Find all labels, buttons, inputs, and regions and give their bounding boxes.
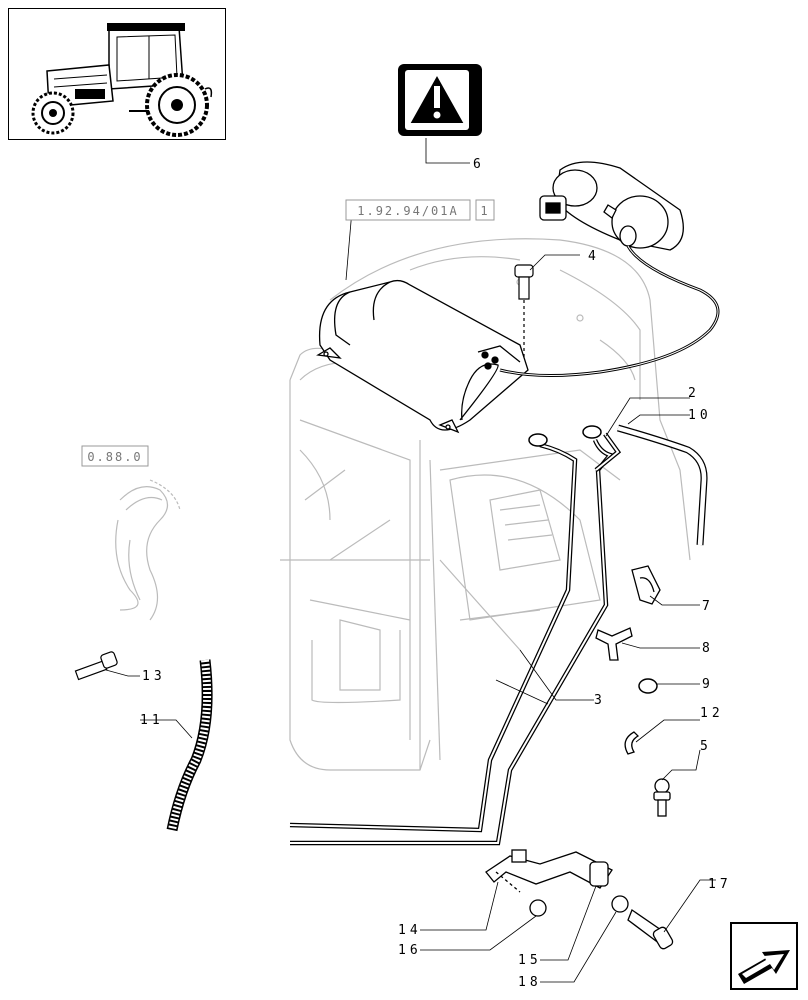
- next-page-arrow-icon: [738, 950, 790, 984]
- cab-reference-box: 0.88.0: [81, 445, 149, 467]
- decal-small-text: 000 000000 000-AA: [417, 130, 457, 135]
- tractor-thumbnail: [8, 8, 226, 140]
- callout-10: 10: [688, 408, 712, 423]
- callout-13: 13: [142, 669, 166, 684]
- hose-part-3: [289, 432, 622, 846]
- svg-text:1.92.94/01A: 1.92.94/01A: [357, 204, 458, 218]
- screw-part-4: [514, 264, 534, 360]
- callout-numbers: 4 2 10 7 8 9 12 5 3 13 11 14 16 15 18 17…: [140, 157, 732, 990]
- callout-18: 18: [518, 975, 542, 990]
- hose-clamp-part-2: [528, 425, 602, 447]
- ball-stud-part-5: [653, 778, 671, 817]
- callout-15: 15: [518, 953, 542, 968]
- callout-7: 7: [702, 599, 710, 614]
- warning-decal: 000 000000 000-AA: [398, 64, 482, 136]
- callout-2: 2: [688, 386, 696, 401]
- svg-text:0.88.0: 0.88.0: [87, 450, 142, 464]
- seat-reference-box: 1.92.94/01A 1: [345, 199, 495, 221]
- callout-8: 8: [702, 641, 710, 656]
- callout-6: 6: [473, 157, 481, 172]
- clip-part-7: [631, 565, 661, 605]
- callout-11: 11: [140, 713, 164, 728]
- clamp-part-9: [638, 678, 658, 694]
- screw-part-13: [74, 651, 118, 681]
- bracket-assembly: [485, 849, 674, 950]
- callout-9: 9: [702, 677, 710, 692]
- y-connector-part-8: [595, 627, 633, 661]
- corrugated-hose-part-11: [166, 659, 213, 832]
- svg-text:1: 1: [480, 204, 489, 218]
- callout-14: 14: [398, 923, 422, 938]
- cab-outline: [280, 238, 691, 771]
- callout-4: 4: [588, 249, 596, 264]
- clip-part-12: [624, 731, 640, 755]
- seat-assembly: [316, 279, 529, 434]
- ghost-harness: [115, 479, 181, 621]
- callout-3: 3: [594, 693, 602, 708]
- callout-16: 16: [398, 943, 422, 958]
- hose-part-10: [617, 424, 708, 546]
- tractor-icon: [31, 23, 213, 137]
- callout-5: 5: [700, 739, 708, 754]
- rear-light-assembly: [539, 161, 684, 251]
- callout-17: 17: [708, 877, 732, 892]
- callout-12: 12: [700, 706, 724, 721]
- next-page-button[interactable]: [730, 922, 798, 990]
- leader-lines: [105, 209, 716, 983]
